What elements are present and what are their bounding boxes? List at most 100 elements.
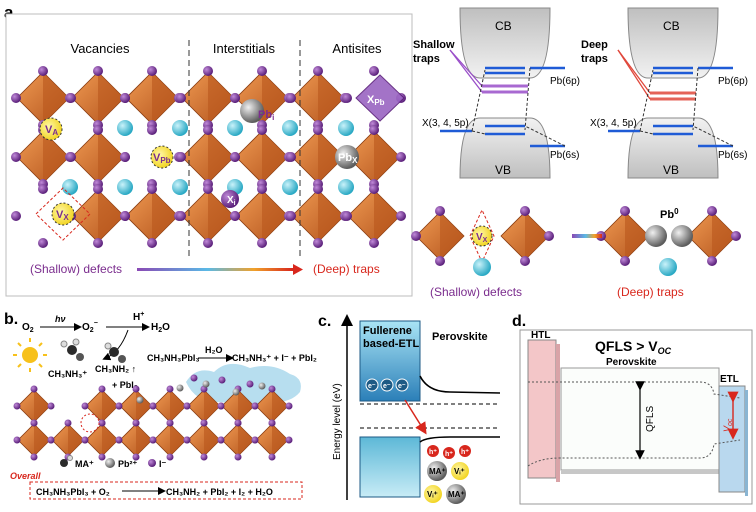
- iodide-0-3-0: [203, 66, 213, 76]
- b-released-pb-3: [136, 396, 144, 404]
- b-iodide-1-7-0: [268, 419, 276, 427]
- tx-vx-label: VX: [476, 232, 488, 244]
- cb-edge-c: [419, 375, 501, 394]
- tx-oct-r2-shade: [712, 212, 736, 260]
- bottom-label-deep: (Deep) traps: [617, 285, 684, 299]
- etl-label-d: ETL: [720, 374, 739, 385]
- iodide-2-0-3: [11, 211, 21, 221]
- iodide-2-5-3: [286, 211, 296, 221]
- sun-icon: [13, 338, 47, 372]
- energy-axis-label: Energy level (eV): [332, 383, 343, 460]
- a-cation-1-0: [62, 179, 78, 195]
- iodide-2-3-2: [203, 238, 213, 248]
- octahedron-1-4-shade: [262, 131, 288, 183]
- svg-text:VA: VA: [45, 124, 58, 137]
- iodide-0-0-0: [38, 66, 48, 76]
- h-plus-label: H+: [133, 311, 144, 323]
- b-iodide-1-5-2: [200, 453, 208, 461]
- band-deep-x-label: X(3, 4, 5p): [590, 118, 637, 129]
- b-iodide-1-3-2: [132, 453, 140, 461]
- ch3nh3-label: CH₃NH₃⁺: [48, 369, 87, 379]
- octahedron-2-5-shade: [318, 190, 344, 242]
- iodide-2-0-0: [38, 184, 48, 194]
- b-iodide-1-0-3: [13, 436, 21, 444]
- c-ma-label-0: MA⁺: [429, 467, 446, 476]
- band-shallow-cb-label: CB: [495, 19, 512, 33]
- iodide-0-1-3: [66, 93, 76, 103]
- band-shallow-pb6s-label: Pb(6s): [550, 150, 579, 161]
- octahedron-2-6-shade: [374, 190, 400, 242]
- legend-pb: Pb²⁺: [118, 459, 137, 469]
- defect-xi: Xi: [221, 190, 239, 208]
- b-iodide-1-4-2: [166, 453, 174, 461]
- octahedron-1-5-shade: [318, 131, 344, 183]
- band-deep-pointer-2: [617, 49, 651, 100]
- defect-vx: VX: [51, 202, 75, 226]
- c-electron-1: [380, 378, 394, 392]
- a-cation-1-1: [117, 179, 133, 195]
- b-oct-1-3-shade: [136, 424, 152, 456]
- defect-gradient-arrowhead: [293, 264, 303, 275]
- c-hole-label-2: h⁺: [461, 449, 469, 456]
- iodide-0-1-0: [93, 66, 103, 76]
- tx-iodide-11: [731, 231, 741, 241]
- hv-label: hν: [55, 314, 66, 324]
- b-iodide-1-2-3: [81, 436, 89, 444]
- o2-minus-label: O2−: [82, 320, 98, 334]
- panel-c-label: c.: [318, 313, 331, 330]
- tx-iodide-6: [620, 206, 630, 216]
- etl-label-2: based-ETL: [363, 338, 420, 350]
- octahedron-1-3-shade: [208, 131, 234, 183]
- defect-pbi: Pbi: [240, 99, 274, 123]
- b-oct-1-1-shade: [68, 424, 84, 456]
- b-iodide-1-7-1: [285, 436, 293, 444]
- a-cation-0-3: [227, 120, 243, 136]
- iodide-0-4-3: [230, 93, 240, 103]
- iodide-1-6-0: [369, 125, 379, 135]
- iodide-0-4-0: [257, 66, 267, 76]
- perovskite-block-side: [561, 470, 719, 474]
- band-shallow-hybrid-2: [524, 125, 566, 147]
- b-oct-1-0-shade: [34, 424, 50, 456]
- tx-pb-1: [645, 225, 667, 247]
- ma-molecule-2: [104, 342, 126, 363]
- etl-lower-block: [359, 436, 421, 498]
- svg-text:PbX: PbX: [338, 152, 358, 165]
- a-cation-0-2: [172, 120, 188, 136]
- iodide-0-2-0: [147, 66, 157, 76]
- category-antisites: Antisites: [332, 41, 382, 56]
- c-vi-0: [451, 462, 469, 480]
- ma-molecule-1: [60, 338, 84, 361]
- tx-iodide-2: [411, 231, 421, 241]
- band-deep-trap-label-2: traps: [581, 53, 608, 65]
- c-ma-1: [446, 484, 466, 504]
- tx-a-cation-l: [473, 258, 491, 276]
- iodide-0-5-3: [286, 93, 296, 103]
- etl-block-side: [745, 390, 748, 496]
- svg-text:Xi: Xi: [227, 195, 236, 207]
- band-deep-vb-label: VB: [663, 163, 679, 177]
- c-hole-0: [427, 445, 439, 457]
- octahedron-2-3-shade: [208, 190, 234, 242]
- b-iodide-0-3-3: [115, 402, 123, 410]
- iodide-1-6-1: [396, 152, 406, 162]
- b-iodide-0-6-3: [217, 402, 225, 410]
- iodide-2-0-2: [38, 238, 48, 248]
- band-deep-pb6p-label: Pb(6p): [718, 76, 748, 87]
- tx-pb0-label: Pb0: [660, 207, 679, 221]
- b-iodide-0-4-0: [166, 385, 174, 393]
- iodide-1-0-3: [11, 152, 21, 162]
- iodide-2-5-2: [313, 238, 323, 248]
- iodide-1-2-3: [120, 152, 130, 162]
- band-shallow-trap-label-1: Shallow: [413, 39, 455, 51]
- legend-i: I⁻: [159, 459, 167, 469]
- iodide-2-6-2: [369, 238, 379, 248]
- iodide-2-2-3: [120, 211, 130, 221]
- octahedron-0-3-shade: [208, 72, 234, 124]
- iodide-2-6-1: [396, 211, 406, 221]
- tx-iodide-1: [435, 256, 445, 266]
- defect-xpb: XPb: [355, 74, 405, 122]
- b-iodide-0-0-3: [13, 402, 21, 410]
- b-oct-1-4-shade: [170, 424, 186, 456]
- c-hole-2: [459, 445, 471, 457]
